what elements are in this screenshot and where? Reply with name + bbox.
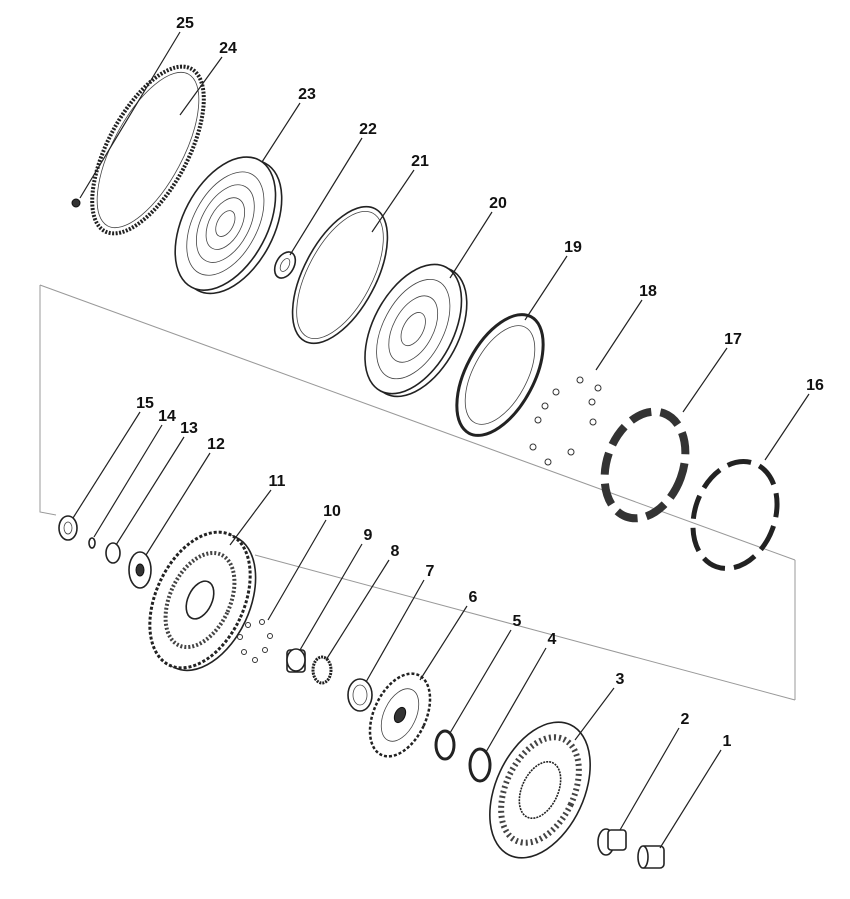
part-label-22: 22 [359,121,377,138]
part-label-1: 1 [723,733,732,750]
part-label-24: 24 [219,40,237,57]
part-label-10: 10 [323,503,341,520]
subassembly-frame [39,284,796,701]
part-15-seal [58,515,78,541]
part-label-19: 19 [564,239,582,256]
part-9-bearing [286,648,306,673]
part-label-13: 13 [180,420,198,437]
part-11-turbine [148,530,257,672]
part-1-bushing [637,845,665,869]
part-5-bearing [434,729,456,761]
part-label-21: 21 [411,153,429,170]
part-label-2: 2 [681,711,690,728]
part-14-oring [88,537,96,549]
part-19-damper-plate [455,313,545,437]
part-label-14: 14 [158,408,176,425]
part-22-hub [273,251,297,279]
part-25-nut [71,198,81,208]
part-label-12: 12 [207,436,225,453]
part-2-hub [597,828,627,856]
part-label-23: 23 [298,86,316,103]
part-label-4: 4 [548,631,557,648]
part-18-retainers [529,376,602,466]
part-label-25: 25 [176,15,194,32]
part-label-8: 8 [391,543,400,560]
part-24-ring-gear [90,64,206,236]
part-label-18: 18 [639,283,657,300]
part-6-stator [368,672,432,758]
part-label-11: 11 [269,473,286,490]
part-label-20: 20 [489,195,507,212]
leader-lines [72,31,810,849]
part-label-16: 16 [806,377,824,394]
part-20-cover [364,263,468,398]
part-label-7: 7 [426,563,435,580]
part-label-15: 15 [136,395,154,412]
part-label-9: 9 [364,527,373,544]
part-7-washer [347,678,373,712]
part-labels: 1 2 3 4 5 6 7 8 9 10 11 12 13 14 15 16 1… [136,15,824,750]
part-13-ring [105,542,121,564]
part-21-seal-ring [291,205,389,345]
part-17-springs [600,407,690,523]
part-3-impeller [489,721,591,859]
part-8-bearing [311,655,333,685]
part-23-flexplate [174,156,283,295]
part-16-springs [690,459,780,571]
part-4-washer [468,747,492,783]
part-label-6: 6 [469,589,478,606]
part-12-hub [128,551,152,589]
part-label-3: 3 [616,671,625,688]
part-label-17: 17 [724,331,742,348]
part-10-rollers [237,619,273,663]
part-label-5: 5 [513,613,522,630]
